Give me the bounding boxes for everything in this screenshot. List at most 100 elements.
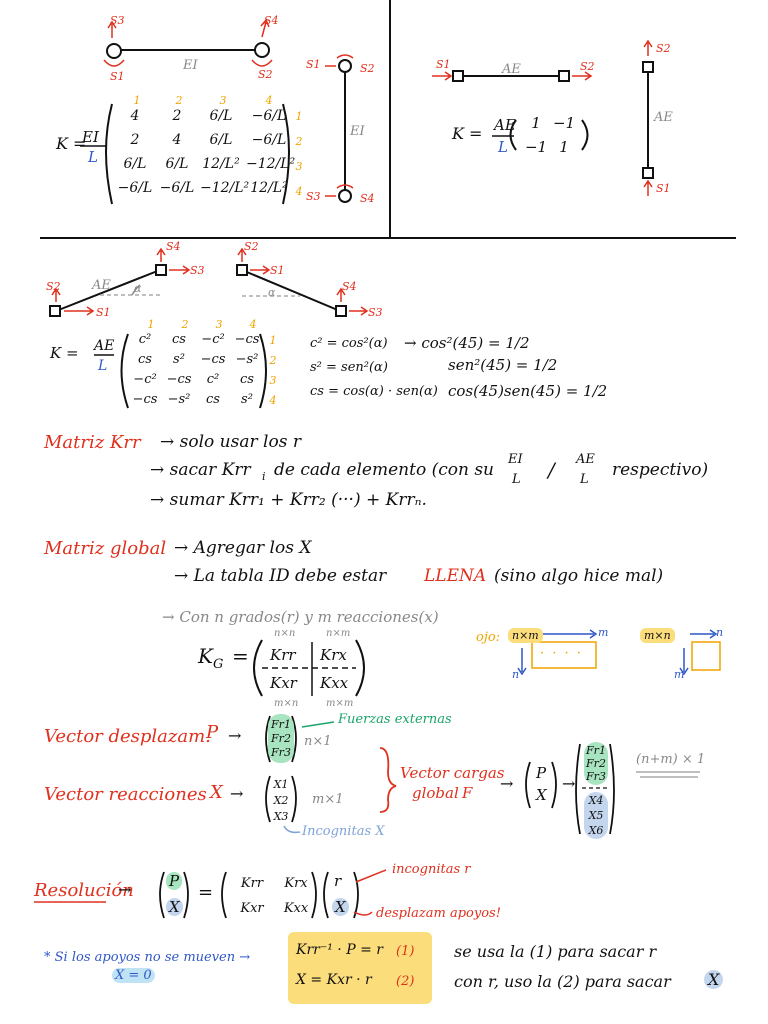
desp-dim: n×1 bbox=[304, 734, 332, 749]
cargas-arrow: → bbox=[500, 774, 514, 793]
cargas-p: P bbox=[536, 764, 547, 782]
beam-ei-label: EI bbox=[183, 58, 198, 73]
kg-equals: = bbox=[232, 644, 249, 668]
cargas-title: Vector cargas bbox=[400, 764, 505, 782]
resol-r: r bbox=[334, 872, 342, 890]
ojo-mxn-badge: m×n bbox=[640, 628, 675, 643]
desplaz-apoyos-note: desplazam apoyos! bbox=[376, 906, 501, 921]
beam-s2-label: S2 bbox=[258, 68, 273, 81]
eq1-tag: (1) bbox=[396, 944, 415, 959]
truss-ae-label: AE bbox=[502, 62, 521, 77]
incl-ae-numerator: AE bbox=[94, 338, 115, 354]
footer-text2-x: X bbox=[704, 970, 724, 989]
incognitas-x: Incognitas X bbox=[302, 824, 385, 839]
krr-l1-den: L bbox=[512, 472, 521, 487]
example-cos2: → cos²(45) = 1/2 bbox=[404, 334, 530, 352]
incl-left-s1: S1 bbox=[96, 306, 111, 319]
incl-k-label: K = bbox=[50, 344, 79, 362]
truss-ae-numerator: AE bbox=[494, 116, 516, 134]
kg-dim-nxm: n×m bbox=[326, 628, 351, 639]
truss-l-denominator: L bbox=[498, 138, 508, 156]
resol-equals: = bbox=[198, 882, 214, 903]
beam-ei-numerator: EI bbox=[82, 128, 99, 146]
reac-arrow: → bbox=[230, 784, 244, 803]
krr-line2a: → sacar Krr bbox=[150, 460, 251, 480]
resolucion-arrow: → bbox=[118, 880, 132, 899]
incl-right-alpha: α bbox=[268, 286, 276, 299]
global-line2a: → La tabla ID debe estar bbox=[174, 566, 387, 586]
krr-slash: / bbox=[548, 458, 555, 482]
truss-s2-label: S2 bbox=[580, 60, 595, 73]
vbeam-s3-label: S3 bbox=[306, 190, 321, 203]
global-line2c: (sino algo hice mal) bbox=[494, 566, 664, 586]
def-s2: s² = sen²(α) bbox=[310, 360, 388, 375]
vbeam-s2-label: S2 bbox=[360, 62, 375, 75]
footer-text2: con r, uso la (2) para sacar bbox=[454, 972, 671, 991]
eq1: Krr⁻¹ · P = r bbox=[296, 942, 383, 958]
incl-right-s2: S2 bbox=[244, 240, 259, 253]
vbeam-s4-label: S4 bbox=[360, 192, 375, 205]
incognitas-r-note: incognitas r bbox=[392, 862, 471, 877]
vtruss-s1-label: S1 bbox=[656, 182, 671, 195]
cargas-x: X bbox=[536, 786, 547, 804]
beam-k-label: K = bbox=[56, 134, 87, 153]
cargas-global: global bbox=[412, 784, 459, 802]
reac-symbol: X bbox=[210, 782, 223, 803]
kg-block-kxx: Kxx bbox=[320, 674, 349, 692]
equations-box bbox=[288, 932, 432, 1004]
footer-text1: se usa la (1) para sacar r bbox=[454, 942, 657, 961]
ojo-dots-1: · · · · bbox=[540, 646, 583, 661]
beam-s1-label: S1 bbox=[110, 70, 125, 83]
resol-x: X bbox=[166, 898, 183, 916]
global-line3: → Con n grados(r) y m reacciones(x) bbox=[162, 608, 439, 626]
krr-line2-sub: i bbox=[262, 470, 266, 483]
desp-symbol: P bbox=[206, 722, 219, 743]
kg-dim-mxn: m×n bbox=[274, 698, 299, 709]
incl-left-alpha: α bbox=[134, 282, 142, 295]
incl-right-s3: S3 bbox=[368, 306, 383, 319]
ojo-n-axis-1: n bbox=[512, 668, 520, 681]
incl-left-s2: S2 bbox=[46, 280, 61, 293]
fuerzas-externas: Fuerzas externas bbox=[338, 712, 452, 727]
resol-x-vector: X bbox=[332, 898, 349, 916]
global-line1: → Agregar los X bbox=[174, 538, 312, 558]
cargas-symbol: F bbox=[462, 784, 473, 802]
ojo-n-axis-2: n bbox=[716, 626, 724, 639]
vbeam-s1-label: S1 bbox=[306, 58, 321, 71]
beam-s3-label: S3 bbox=[110, 14, 125, 27]
incl-left-ae: AE bbox=[92, 278, 111, 293]
ojo-label: ojo: bbox=[476, 630, 501, 645]
kg-dim-mxm: m×m bbox=[326, 698, 354, 709]
incl-l-denominator: L bbox=[98, 358, 108, 374]
eq2-tag: (2) bbox=[396, 974, 415, 989]
ojo-m-axis-1: m bbox=[598, 626, 609, 639]
reac-dim: m×1 bbox=[312, 792, 344, 807]
incl-left-s3: S3 bbox=[190, 264, 205, 277]
example-sen2: sen²(45) = 1/2 bbox=[448, 356, 558, 374]
beam-s4-label: S4 bbox=[264, 14, 279, 27]
vbeam-ei-label: EI bbox=[350, 124, 365, 139]
resol-p: P bbox=[166, 872, 183, 890]
incl-left-s4: S4 bbox=[166, 240, 181, 253]
truss-k-label: K = bbox=[452, 124, 483, 143]
krr-title: Matriz Krr bbox=[44, 432, 141, 453]
incl-right-s1: S1 bbox=[270, 264, 285, 277]
krr-line2d: respectivo) bbox=[612, 460, 709, 480]
eq2: X = Kxr · r bbox=[296, 972, 372, 988]
example-cossen: cos(45)sen(45) = 1/2 bbox=[448, 382, 608, 400]
krr-line1: → solo usar los r bbox=[160, 432, 301, 452]
kg-dim-nxn: n×n bbox=[274, 628, 296, 639]
beam-l-denominator: L bbox=[88, 148, 98, 166]
kg-block-krr: Krr bbox=[270, 646, 296, 664]
kg-block-krx: Krx bbox=[320, 646, 347, 664]
